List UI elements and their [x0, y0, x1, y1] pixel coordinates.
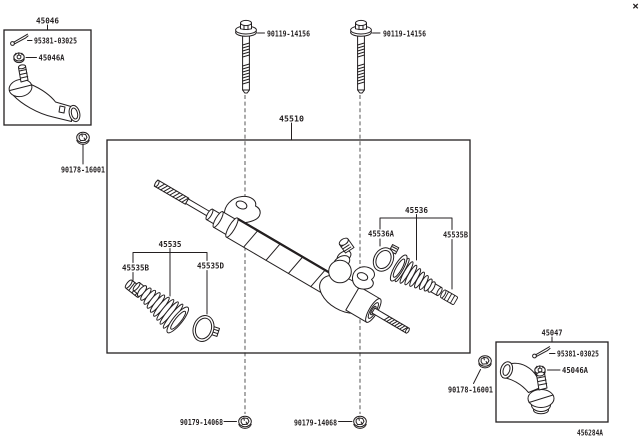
boot-left	[132, 282, 190, 334]
part-label-bolt-left[interactable]: 90119-14156	[267, 30, 310, 39]
part-label-clamp-45535B-left[interactable]: 45535B	[122, 264, 149, 273]
part-label-cotter-pin-right[interactable]: 95381-03025	[557, 350, 599, 359]
boot-left-callout: 45535 45535B 45535D	[122, 240, 224, 315]
boot-group-left	[123, 278, 221, 342]
boot-clamp-large-right	[372, 244, 400, 272]
part-label-rack-nut-right[interactable]: 90179-14068	[294, 419, 337, 428]
tie-rod-end-left-drawing	[8, 64, 81, 123]
part-label-tie-rod-right[interactable]: 45047	[542, 329, 563, 338]
part-label-bolt-right[interactable]: 90119-14156	[383, 30, 426, 39]
bolt-alignment-dashed-lines	[244, 95, 361, 414]
part-label-boot-right-group[interactable]: 45536	[405, 206, 428, 215]
part-label-clamp-45535B-right[interactable]: 45535B	[443, 231, 468, 240]
rack-nut-left: 90179-14068	[180, 415, 252, 429]
part-label-clamp-45535D[interactable]: 45535D	[197, 262, 224, 271]
part-label-rack-nut-left[interactable]: 90179-14068	[180, 418, 223, 427]
pinion-shaft	[328, 237, 355, 284]
tie-rod-end-right-drawing	[499, 361, 555, 415]
lock-nut-right: 90178-16001	[448, 355, 493, 395]
rack-nut-right: 90179-14068	[294, 415, 367, 429]
part-label-cotter-pin-left[interactable]: 95381-03025	[34, 37, 77, 46]
part-label-gear-assembly[interactable]: 45510	[279, 115, 304, 124]
lock-nut-left: 90178-16001	[61, 131, 105, 175]
tie-rod-end-right-box: 45047 95381-03025 45046A	[495, 329, 609, 423]
tie-rod-end-left-box: 45046 95381-03025 45046A	[3, 17, 92, 126]
boot-right	[389, 254, 443, 297]
cotter-pin-icon-left	[10, 33, 29, 46]
diagram-code: 456284A	[577, 429, 603, 437]
part-label-lock-nut-left[interactable]: 90178-16001	[61, 166, 105, 175]
part-label-castle-nut-right[interactable]: 45046A	[562, 366, 588, 375]
part-label-castle-nut-left[interactable]: 45046A	[39, 54, 65, 63]
steering-rack-illustration	[153, 179, 410, 334]
boot-group-right	[372, 244, 459, 306]
boot-clamp-large-left	[192, 315, 221, 342]
mount-bolt-right: 90119-14156	[350, 19, 426, 94]
boot-clamp-small-right	[439, 288, 459, 306]
part-label-clamp-45536A[interactable]: 45536A	[368, 230, 394, 239]
mount-bolt-left: 90119-14156	[235, 19, 310, 94]
cotter-pin-icon-right	[532, 346, 551, 359]
gear-assembly-box	[106, 139, 471, 354]
part-label-tie-rod-left[interactable]: 45046	[36, 17, 59, 26]
close-icon[interactable]: ×	[632, 0, 639, 13]
part-label-boot-left-group[interactable]: 45535	[159, 240, 182, 249]
part-label-lock-nut-right[interactable]: 90178-16001	[448, 386, 493, 395]
boot-right-callout: 45536 45536A 45535B	[368, 206, 468, 290]
castle-nut-icon-left	[13, 52, 25, 64]
